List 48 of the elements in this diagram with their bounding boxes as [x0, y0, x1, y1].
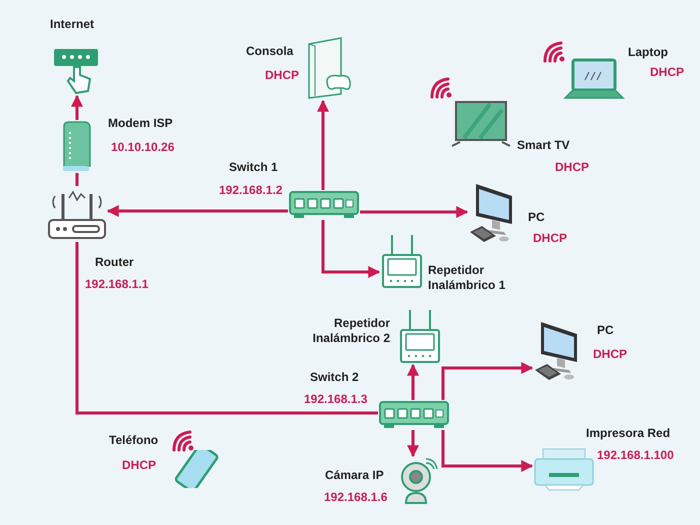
connector-arrow	[407, 430, 419, 458]
ip-address-label: 192.168.1.2	[219, 183, 284, 198]
device-label: Consola	[246, 44, 294, 59]
modem-icon	[60, 120, 92, 172]
web-click-icon	[52, 47, 100, 95]
ip-camera-icon	[400, 457, 438, 505]
device-label: Laptop	[628, 45, 669, 60]
ip-address-label: DHCP	[265, 68, 300, 83]
connector-arrow	[407, 364, 419, 400]
laptop-icon	[563, 58, 625, 102]
device-label: Router	[95, 255, 135, 270]
ip-address-label: DHCP	[555, 160, 590, 175]
device-label: Cámara IP	[325, 468, 385, 483]
ip-address-label: DHCP	[533, 231, 568, 246]
wireless-repeater-icon	[380, 233, 424, 289]
device-label: Teléfono	[109, 433, 160, 448]
ip-address-label: DHCP	[122, 458, 158, 473]
ip-address-label: 192.168.1.100	[597, 448, 675, 463]
connector-arrow	[322, 220, 380, 278]
device-label: Repetidor Inalámbrico 1	[428, 263, 506, 293]
ip-address-label: DHCP	[650, 65, 686, 80]
device-label: PC	[528, 210, 546, 225]
ip-address-label: 192.168.1.6	[324, 490, 388, 505]
device-label: Switch 2	[310, 370, 360, 385]
connector-arrow	[442, 430, 534, 472]
device-label: Internet	[50, 17, 96, 32]
ip-address-label: 192.168.1.3	[304, 392, 368, 407]
ip-address-label: 10.10.10.26	[111, 140, 176, 155]
device-label: Impresora Red	[586, 426, 672, 441]
connector-arrow	[442, 362, 534, 400]
device-label: Smart TV	[517, 138, 571, 153]
ip-address-label: 192.168.1.1	[85, 277, 150, 292]
connector-arrow	[317, 100, 329, 190]
wireless-repeater-icon	[398, 308, 442, 364]
network-switch-icon	[288, 190, 360, 220]
connector-arrow	[106, 205, 288, 217]
network-switch-icon	[378, 400, 450, 430]
television-icon	[450, 100, 512, 148]
device-label: Switch 1	[229, 160, 279, 175]
device-label: PC	[597, 323, 615, 338]
desktop-computer-icon	[468, 182, 514, 244]
device-label: Repetidor Inalámbrico 2	[312, 316, 390, 346]
printer-icon	[533, 447, 595, 491]
ip-address-label: DHCP	[593, 347, 628, 362]
device-label: Modem ISP	[108, 116, 174, 131]
connector-arrow	[71, 94, 83, 120]
connector-arrow	[360, 206, 468, 218]
desktop-computer-icon	[533, 320, 579, 382]
